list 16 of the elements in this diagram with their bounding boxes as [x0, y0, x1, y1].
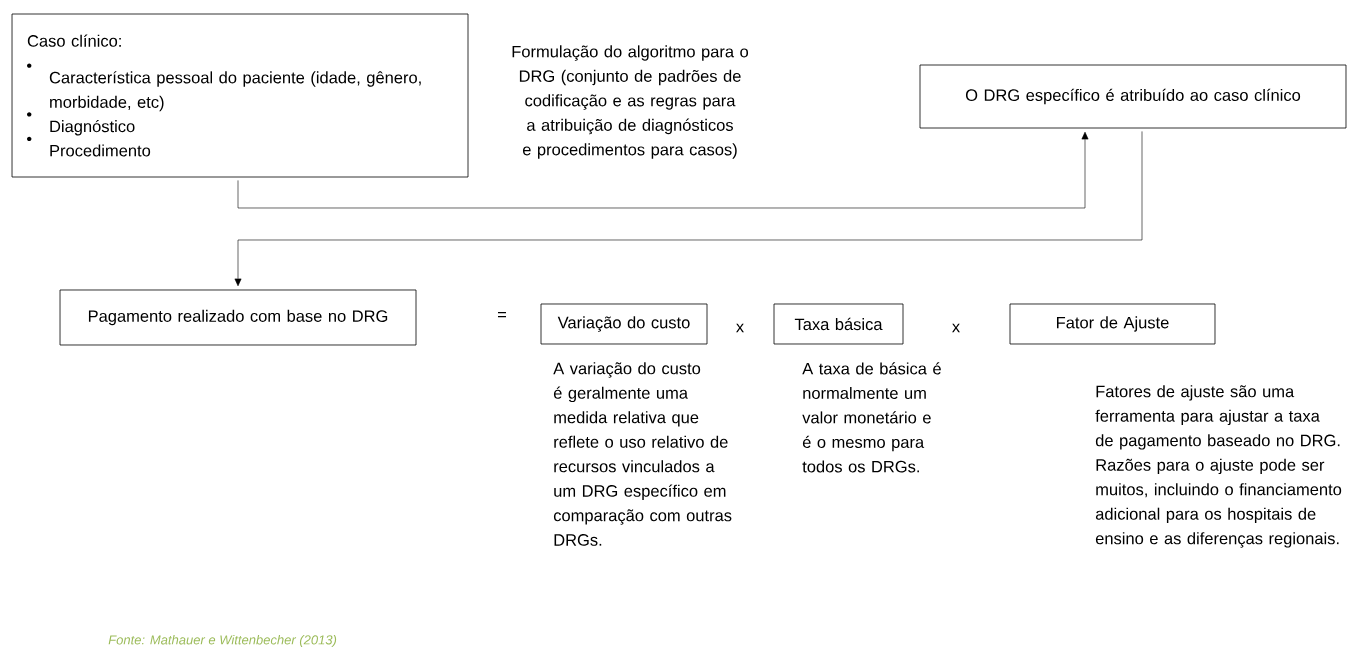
process-box: O DRG específico é atribuído ao caso clínico [919, 64, 1347, 129]
process-box: Pagamento realizado com base no DRG [59, 289, 417, 346]
process-box: Caso clínico: Característica pessoal do paciente (idade, gênero, morbidade, etc) Diagnóstico Procedimento [11, 13, 469, 178]
process-box: Fator de Ajuste [1009, 303, 1216, 345]
connector-arrow [237, 131, 1089, 209]
process-box: Variação do custo [540, 303, 708, 345]
connector-arrow [234, 131, 1143, 287]
multiplication-sign: x [952, 323, 960, 333]
equals-sign: = [498, 311, 506, 318]
process-box: Taxa básica [773, 303, 904, 345]
description-text: Fatores de ajuste são uma ferramenta para ajustar a taxa de pagamento baseado no DRG. Razões para o ajuste pode ser muitos, incluindo o financiamento adicional para os hospitais de ensino e as diferenças regionais. [1095, 385, 1342, 548]
source-note: Fonte: Mathauer e Wittenbecher (2013) [108, 634, 337, 648]
annotation-text: Formulação do algoritmo para o DRG (conjunto de padrões de codificação e as regras para a atribuição de diagnósticos e procedimentos para casos) [512, 45, 749, 159]
description-text: A taxa de básica é normalmente um valor monetário e é o mesmo para todos os DRGs. [802, 362, 941, 473]
description-text: A variação do custo é geralmente uma medida relativa que reflete o uso relativo de recursos vinculados a um DRG específico em comparação com outras DRGs. [553, 362, 732, 546]
multiplication-sign: x [736, 323, 744, 333]
